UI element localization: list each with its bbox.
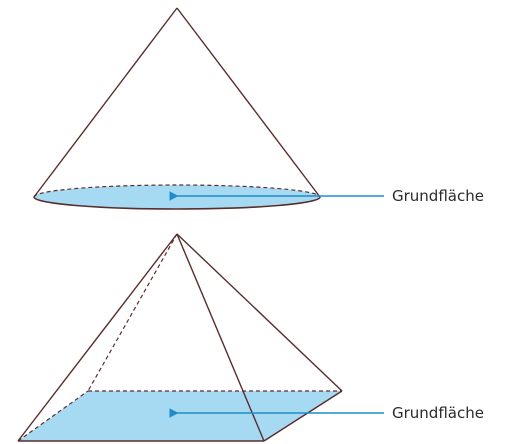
pyramid-lateral-edge-back-right [176,233,343,392]
cone-base-label: Grundfläche [392,187,484,205]
pyramid-base-label: Grundfläche [392,404,484,422]
cone-base-hidden-edge [33,184,321,198]
cone-right-side [176,7,321,198]
pyramid [17,233,343,442]
pyramid-hidden-lateral-edge [87,233,178,392]
pyramid-lateral-edge-front-left [17,233,178,442]
pyramid-base-right-edge [263,390,343,442]
pyramid-base-left-edge [17,390,89,442]
pyramid-base [18,391,342,441]
cone-left-side [33,7,178,198]
cone [33,7,321,210]
cone-base-visible-edge [33,196,321,210]
pyramid-lateral-edge-front-right [176,233,265,442]
